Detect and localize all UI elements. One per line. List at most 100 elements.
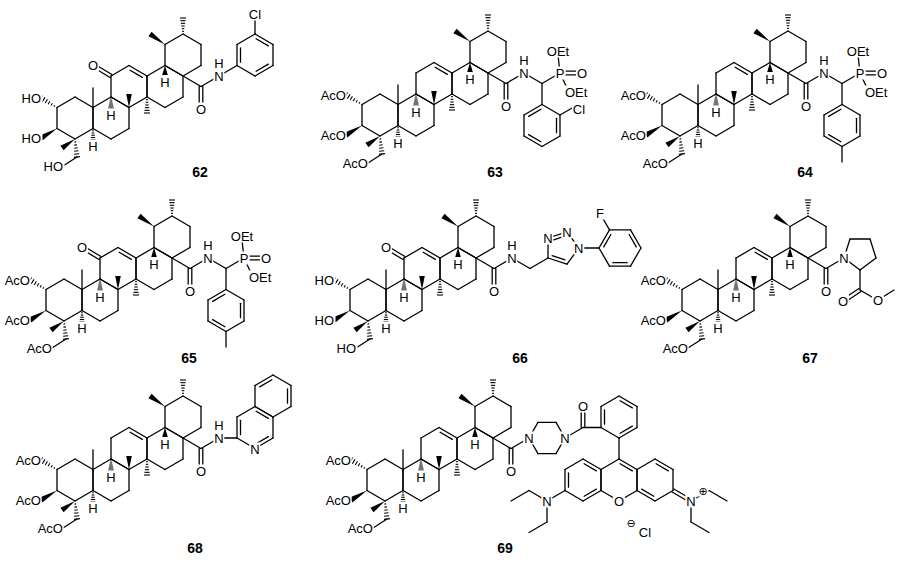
bond-line: [700, 311, 718, 322]
bond-line: [808, 258, 826, 269]
hashed-bond: [437, 294, 443, 295]
bond-line: [505, 42, 506, 63]
bond-line: [226, 290, 244, 301]
hashed-bond: [699, 332, 703, 334]
hashed-bond: [42, 97, 45, 101]
bond-line: [402, 470, 403, 491]
hashed-bond: [492, 390, 495, 391]
bond-line: [165, 428, 183, 439]
wedge-bond: [455, 248, 461, 258]
wedge-bond: [353, 321, 368, 332]
bond-line: [456, 438, 457, 459]
hashed-bond: [146, 461, 148, 462]
bond-line: [475, 258, 476, 279]
atom-label: H: [202, 239, 213, 252]
hashed-bond: [145, 107, 149, 108]
atom-label: AcO: [320, 129, 347, 142]
bond-line: [110, 438, 111, 459]
hashed-bond: [97, 288, 102, 289]
hashed-bond: [437, 292, 442, 293]
hashed-bond: [42, 287, 44, 288]
bond-line: [136, 279, 154, 290]
bond-line: [415, 73, 416, 94]
atom-label: N: [518, 67, 529, 80]
bond-line: [470, 63, 488, 74]
bond-line: [662, 94, 680, 105]
bond-line: [423, 252, 435, 259]
wedge-bond: [645, 126, 662, 138]
bond-line: [164, 407, 165, 428]
bond-line: [75, 491, 93, 502]
bond-line: [420, 438, 421, 459]
bond-line: [390, 247, 405, 256]
bond-line: [841, 84, 842, 105]
bond-line: [119, 252, 131, 259]
bond-line: [754, 279, 772, 290]
hashed-bond: [769, 294, 775, 295]
atom-label: OEt: [230, 230, 254, 243]
bond-line: [584, 410, 585, 428]
hashed-bond: [384, 509, 387, 510]
bond-line: [350, 311, 368, 322]
hashed-bond: [415, 95, 417, 96]
bond-line: [183, 428, 201, 439]
bond-line: [100, 279, 118, 290]
wedge-bond: [29, 311, 46, 323]
bond-line: [470, 31, 488, 42]
bond-line: [559, 115, 560, 136]
bond-line: [631, 248, 642, 266]
bond-line: [841, 147, 842, 163]
bond-line: [129, 459, 147, 470]
bond-line: [256, 64, 268, 71]
bond-line: [202, 87, 203, 105]
hashed-bond: [438, 289, 442, 290]
wedge-bond: [137, 214, 154, 227]
bond-line: [451, 73, 452, 94]
bond-line: [613, 262, 627, 263]
atom-label: N: [542, 232, 553, 245]
bond-line: [823, 115, 824, 136]
bond-line: [380, 126, 398, 137]
hashed-bond: [490, 379, 496, 380]
hashed-bond: [487, 28, 489, 29]
bond-line: [825, 227, 826, 248]
bond-line: [385, 270, 386, 290]
hashed-bond: [735, 282, 738, 283]
bond-line: [93, 129, 111, 140]
bond-line: [788, 73, 806, 84]
bond-line: [386, 311, 404, 322]
wedge-bond: [115, 276, 121, 290]
bond-line: [154, 279, 172, 290]
bond-line: [199, 87, 200, 105]
hashed-bond: [361, 465, 362, 467]
bond-line: [147, 459, 165, 470]
hashed-bond: [749, 107, 754, 108]
wedge-bond: [162, 428, 168, 438]
atom-label: N: [213, 432, 224, 445]
bond-line: [421, 491, 439, 502]
atom-label: H: [518, 54, 529, 67]
hashed-bond: [396, 134, 400, 135]
atom-label: AcO: [26, 342, 53, 355]
hashed-bond: [696, 134, 700, 135]
atom-label: Cl: [248, 8, 262, 21]
hashed-bond: [92, 492, 94, 493]
bond-line: [272, 45, 273, 66]
bond-line: [736, 248, 754, 259]
bond-line: [735, 258, 736, 279]
hashed-bond: [358, 102, 360, 103]
hashed-bond: [402, 284, 405, 285]
bond-line: [165, 34, 183, 45]
bond-line: [870, 239, 876, 258]
atom-label: HO: [314, 314, 336, 327]
bond-line: [636, 470, 637, 491]
hashed-bond: [807, 213, 809, 214]
hashed-bond: [144, 472, 149, 473]
bond-line: [403, 258, 404, 279]
atom-label: N: [523, 432, 534, 445]
bond-line: [668, 154, 682, 163]
hashed-bond: [490, 382, 495, 383]
bond-line: [421, 459, 439, 470]
hashed-bond: [170, 205, 174, 206]
atom-label: AcO: [320, 89, 347, 102]
